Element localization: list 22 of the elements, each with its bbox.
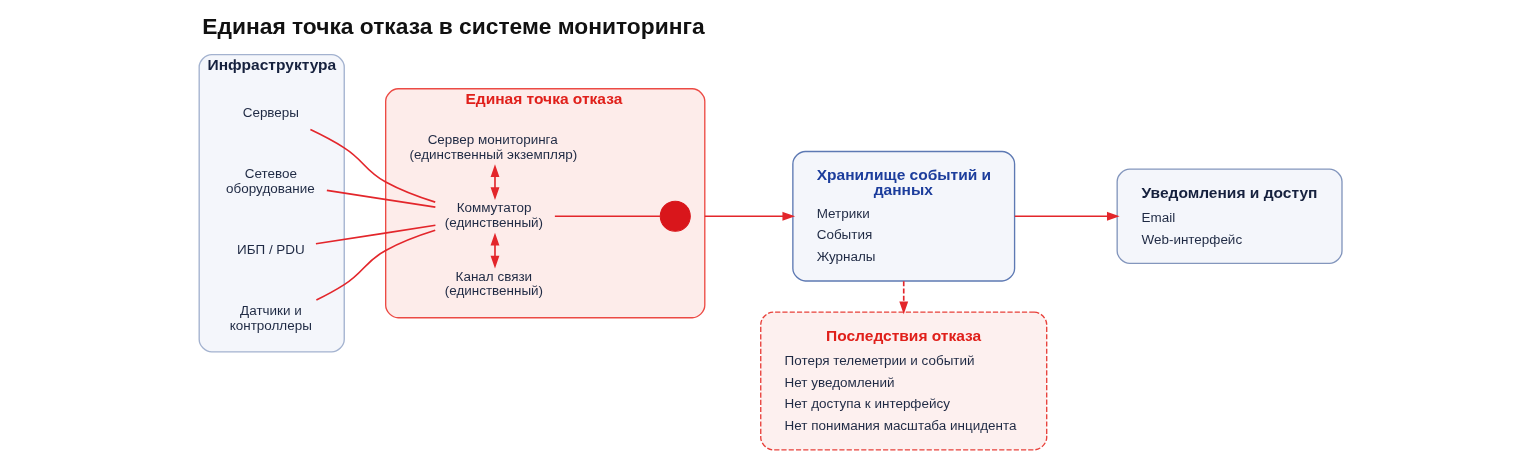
connector: [315, 228, 437, 301]
diagram-title: Единая точка отказа в системе мониторинга: [202, 12, 705, 39]
node-text: Коммутатор (единственный): [444, 199, 544, 230]
node-text: Датчики и контроллеры: [229, 302, 312, 333]
connector: [326, 189, 437, 208]
node-circle: [659, 200, 691, 232]
node-text: Сетевое оборудование: [226, 165, 315, 196]
node-text: Серверы: [242, 104, 300, 120]
node-text: Сервер мониторинга (единственный экземпляр): [409, 131, 578, 162]
node-box: Последствия отказа Потеря телеметрии и событий Нет уведомлений Нет доступа к интерфейсу Нет понимания масштаба инцидента: [760, 310, 1048, 451]
arrow: [899, 279, 909, 314]
arrow: [490, 232, 500, 268]
node-box: Хранилище событий и данных Метрики События Журналы: [792, 150, 1016, 282]
connector: [309, 128, 437, 203]
node-text: Канал связи (единственный): [444, 268, 544, 298]
arrow: [703, 211, 796, 221]
arrow: [1014, 211, 1120, 221]
node-text: ИБП / PDU: [237, 241, 305, 257]
arrow: [490, 163, 500, 200]
connector: [554, 214, 661, 217]
node-box: Уведомления и доступ Email Web-интерфейс: [1116, 167, 1343, 264]
connector: [315, 223, 437, 245]
